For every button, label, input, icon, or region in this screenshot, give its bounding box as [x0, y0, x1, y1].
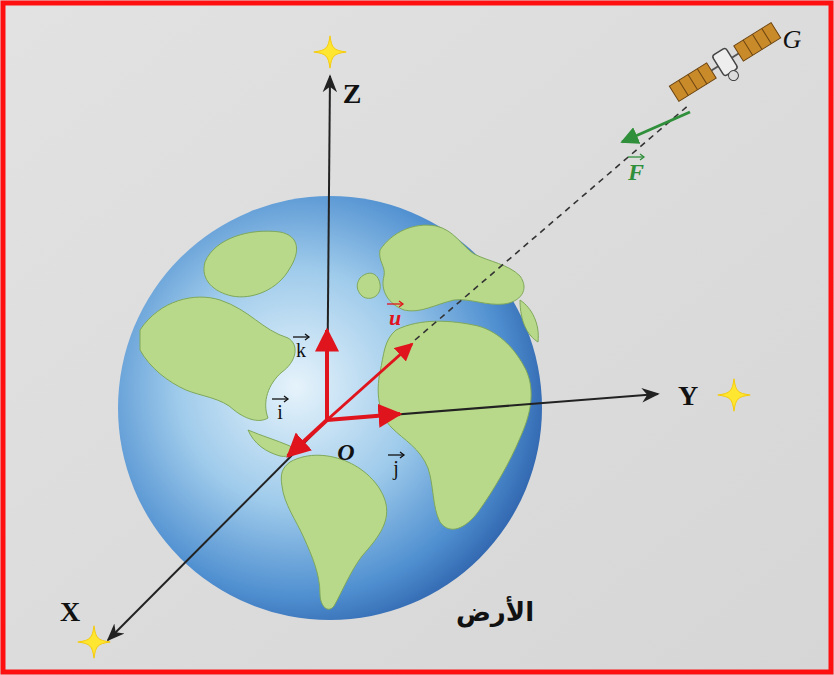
axis-label: X — [60, 598, 80, 626]
earth-satellite-line — [415, 104, 690, 340]
unit-vector-label: j — [393, 458, 399, 478]
unit-vector-k — [325, 330, 329, 420]
satellite-label: G — [783, 27, 802, 53]
unit-vector-u — [327, 344, 412, 420]
unit-vector-j — [327, 414, 400, 420]
unit-vector-label: u — [389, 307, 401, 329]
star — [718, 379, 750, 411]
force-vector — [622, 112, 690, 142]
frame — [3, 3, 831, 672]
axis-label: Z — [343, 80, 362, 108]
axis-label: Y — [678, 382, 698, 410]
continents — [140, 225, 538, 609]
unit-vector-label: i — [277, 402, 283, 422]
unit-vector-label: k — [296, 340, 306, 360]
x-axis — [108, 420, 327, 640]
coordinate-axes — [108, 76, 658, 640]
satellite — [668, 20, 787, 112]
y-axis — [327, 394, 658, 420]
star — [314, 36, 346, 68]
z-axis — [327, 76, 330, 420]
origin-label: O — [337, 440, 354, 464]
star — [78, 626, 110, 658]
earth-label: الأرض — [456, 599, 534, 625]
unit-vector-i — [288, 420, 327, 456]
force-label: F — [628, 160, 644, 184]
unit-vectors — [288, 330, 412, 456]
